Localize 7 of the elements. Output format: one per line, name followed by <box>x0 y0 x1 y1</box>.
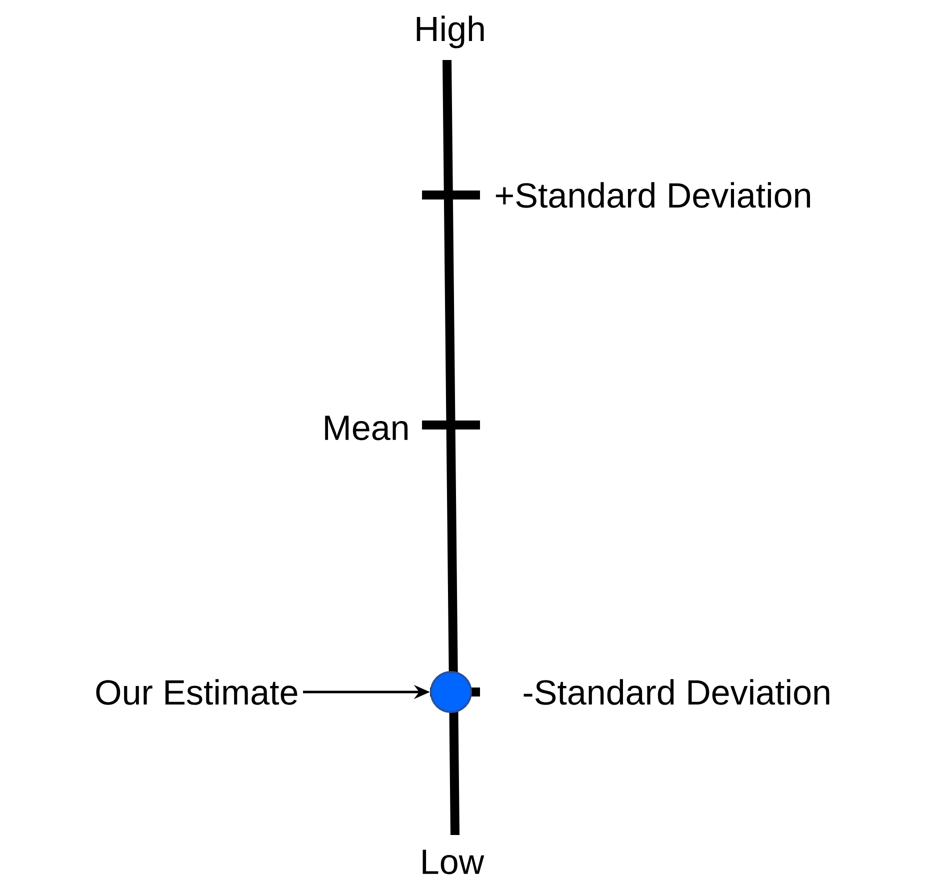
scale-label: Low <box>422 850 484 874</box>
estimate-dot <box>430 671 472 713</box>
tick-label: Mean <box>325 416 408 440</box>
estimate-label: Our Estimate <box>96 679 298 705</box>
tick-label: +Standard Deviation <box>496 182 810 208</box>
scale-label: High <box>416 16 484 48</box>
tick-label: -Standard Deviation <box>524 679 830 705</box>
